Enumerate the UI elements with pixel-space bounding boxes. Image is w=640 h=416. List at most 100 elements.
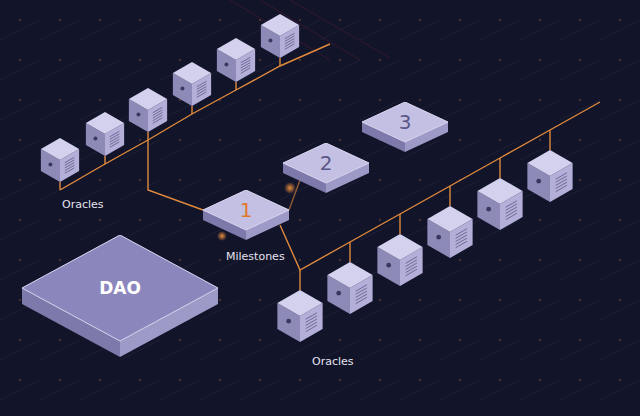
cube-top <box>217 38 255 60</box>
milestone-number: 2 <box>320 151 333 175</box>
milestone-tile: 2 <box>283 143 369 193</box>
server-cube <box>377 234 422 286</box>
node-title: DAO <box>99 278 141 298</box>
port <box>224 62 228 66</box>
group-label: Milestones <box>226 250 285 263</box>
tile-face: 3 <box>362 102 448 142</box>
vent <box>406 260 417 267</box>
vent <box>65 160 75 166</box>
cube-top <box>261 14 299 36</box>
milestone-tile: 1 <box>203 190 289 240</box>
cube-top <box>327 262 372 288</box>
vent <box>556 173 567 180</box>
cube-top <box>427 206 472 232</box>
vent <box>506 201 517 208</box>
cube-top <box>277 290 322 316</box>
vent <box>110 134 120 140</box>
vent <box>65 163 75 169</box>
group-label: Oracles <box>312 355 354 368</box>
drop <box>549 130 550 150</box>
vent <box>241 65 251 71</box>
server-cube <box>427 206 472 258</box>
port <box>486 207 491 212</box>
vent <box>65 168 75 174</box>
tile-top <box>283 143 369 183</box>
cube-top <box>377 234 422 260</box>
vent <box>153 118 163 124</box>
vent <box>285 33 295 39</box>
vent <box>306 319 317 326</box>
port <box>180 86 184 90</box>
server-cube <box>527 150 572 202</box>
vent <box>197 89 207 95</box>
server-cube <box>277 290 322 342</box>
server-cube <box>129 88 167 132</box>
cube-top <box>173 62 211 84</box>
servers <box>41 14 573 342</box>
drop <box>499 158 500 178</box>
milestone-number: 1 <box>240 198 253 222</box>
cube-top <box>41 138 79 160</box>
wire <box>148 140 203 210</box>
vent <box>285 41 295 47</box>
vent <box>241 57 251 63</box>
dao-slab: DAO <box>22 235 218 357</box>
port <box>536 179 541 184</box>
vent <box>456 232 467 239</box>
vent <box>197 92 207 98</box>
vent <box>506 204 517 211</box>
vent <box>456 229 467 236</box>
glow-dot <box>217 231 227 241</box>
server-cube <box>261 14 299 58</box>
group-label: Oracles <box>62 198 104 211</box>
vent <box>241 60 251 66</box>
drop <box>59 182 60 190</box>
drop <box>191 106 192 114</box>
vent <box>356 297 367 304</box>
vent <box>110 142 120 148</box>
bus <box>280 102 600 270</box>
tile-top <box>362 102 448 142</box>
vent <box>197 84 207 90</box>
vent <box>556 179 567 186</box>
tile-face: DAO <box>22 235 218 341</box>
vent <box>406 263 417 270</box>
port <box>336 291 341 296</box>
tile-face: 2 <box>283 143 369 183</box>
vent <box>556 182 567 189</box>
vent <box>110 137 120 143</box>
port <box>268 38 272 42</box>
vent <box>153 113 163 119</box>
vent <box>241 68 251 74</box>
drop <box>349 242 350 262</box>
vent <box>456 238 467 245</box>
vent <box>456 235 467 242</box>
vent <box>285 44 295 50</box>
vent <box>306 313 317 320</box>
vent <box>556 185 567 192</box>
server-cube <box>86 112 124 156</box>
tile-face: 1 <box>203 190 289 230</box>
drop <box>104 156 105 164</box>
vent <box>456 241 467 248</box>
vent <box>506 207 517 214</box>
server-cube <box>477 178 522 230</box>
vent <box>153 110 163 116</box>
drop <box>449 186 450 206</box>
vent <box>197 87 207 93</box>
vent <box>153 115 163 121</box>
vent <box>306 322 317 329</box>
port <box>436 235 441 240</box>
vent <box>65 157 75 163</box>
vent <box>356 294 367 301</box>
port <box>286 319 291 324</box>
milestone-number: 3 <box>399 110 412 134</box>
vent <box>406 257 417 264</box>
vent <box>506 213 517 220</box>
server-cube <box>327 262 372 314</box>
vent <box>356 288 367 295</box>
vent <box>356 291 367 298</box>
